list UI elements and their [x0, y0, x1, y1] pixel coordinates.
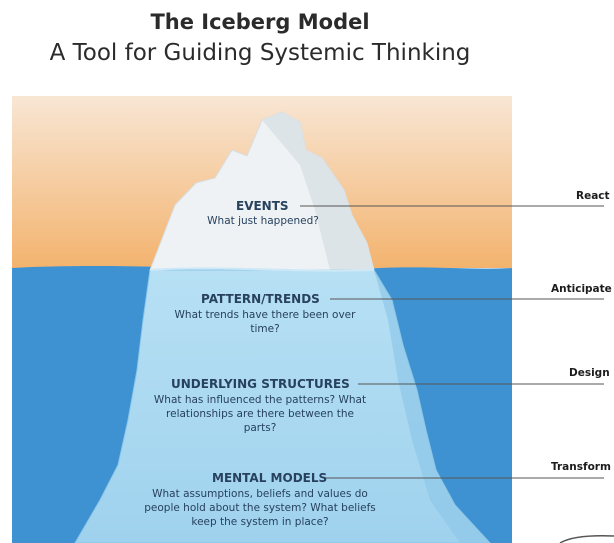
- page-title: The Iceberg Model: [150, 10, 370, 34]
- page-subtitle: A Tool for Guiding Systemic Thinking: [49, 40, 471, 66]
- level-mental-models-title: MENTAL MODELS: [212, 471, 328, 485]
- level-events-question: What just happened?: [207, 215, 319, 227]
- level-patterns-question: What trends have there been over time?: [174, 309, 356, 335]
- action-design: Design: [569, 367, 610, 379]
- action-transform: Transform: [551, 461, 611, 473]
- level-events-title: EVENTS: [236, 199, 289, 213]
- level-structures-title: UNDERLYING STRUCTURES: [171, 377, 350, 391]
- waterline: [149, 267, 375, 272]
- level-mental-models-question: What assumptions, beliefs and values do …: [144, 488, 376, 528]
- iceberg-tip-shadow: [262, 112, 374, 270]
- level-patterns-title: PATTERN/TRENDS: [201, 292, 320, 306]
- action-anticipate: Anticipate: [551, 283, 612, 295]
- action-react: React: [576, 190, 610, 202]
- level-structures-question: What has influenced the patterns? What r…: [153, 394, 367, 434]
- corner-arc-decoration: [559, 535, 614, 543]
- iceberg-underwater-shade: [374, 270, 490, 543]
